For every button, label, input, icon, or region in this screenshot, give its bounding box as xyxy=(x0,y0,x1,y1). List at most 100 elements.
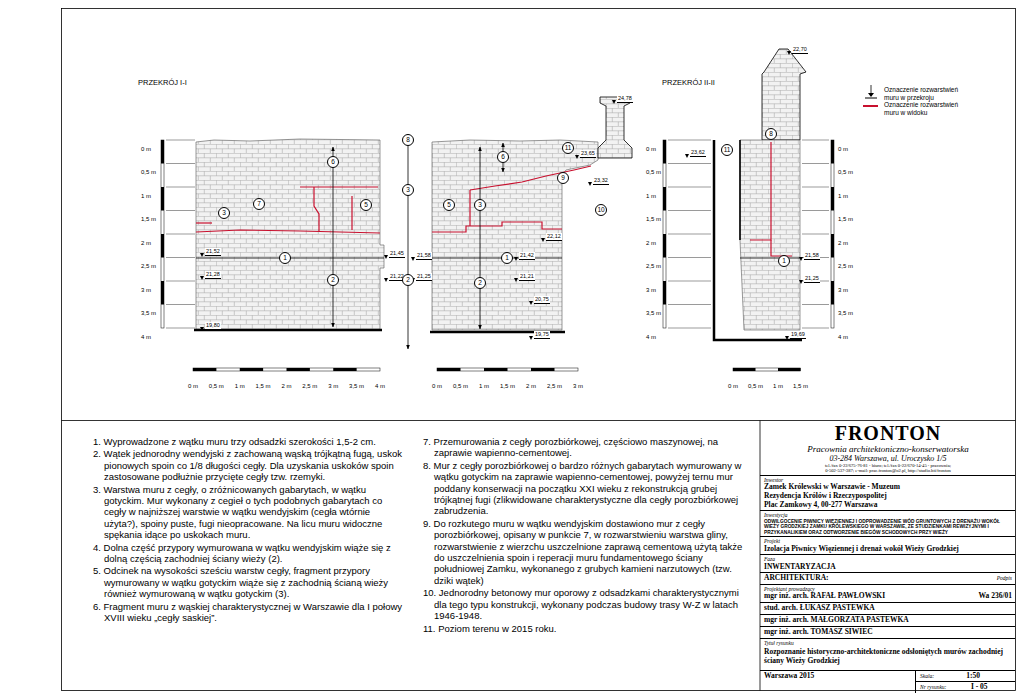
buttress-top xyxy=(762,49,806,140)
delamination-line xyxy=(469,190,470,226)
title-block-text: Nr rysunku: xyxy=(920,684,946,690)
callout-number-box: 1 xyxy=(501,252,513,264)
title-block-text: Rozpoznanie historyczno-architektoniczne… xyxy=(764,648,1012,666)
scale-label: 0 m xyxy=(188,383,198,389)
ruler-bar xyxy=(663,140,666,328)
delamination-line xyxy=(196,230,380,233)
scale-label: 0,5 m xyxy=(453,383,468,389)
ruler-label: 4 m xyxy=(141,334,151,340)
brick-wall xyxy=(432,140,598,330)
section-title-box: PRZEKRÓJ II-II xyxy=(662,71,715,89)
elevation-mark: 23,65 xyxy=(580,150,596,158)
scale-label: 2 m xyxy=(526,383,536,389)
elevation-mark-box: 22,12 xyxy=(546,224,562,242)
callout-number: 6 xyxy=(498,152,508,163)
section-title: PRZEKRÓJ I-I xyxy=(138,78,187,87)
legend-text: Oznaczenie rozwarstwień muru w widoku xyxy=(884,101,972,116)
callout-number-box: 5 xyxy=(360,199,372,211)
dimension-lines xyxy=(333,134,503,349)
ruler-label: 0 m xyxy=(141,146,151,152)
ruler-label: 1,5 m xyxy=(838,216,853,222)
note-text: 9. Do rozkutego muru w wątku wendyjskim … xyxy=(423,518,753,586)
elevation-mark-box: 23,62 xyxy=(690,140,706,158)
scale-bar xyxy=(193,368,380,371)
note-text: 11. Poziom terenu w 2015 roku. xyxy=(423,623,753,634)
callout-number-box: 1 xyxy=(279,252,291,264)
frame-divider xyxy=(62,420,1016,421)
ruler-label-box: 0 m xyxy=(141,137,151,155)
scale-label: 0,5 m xyxy=(209,383,224,389)
scale-label-box: 1,5 m xyxy=(256,374,271,392)
title-block-text: ODWILGOCENIE PIWNICY WIĘZIENNEJ I ODPROW… xyxy=(764,519,1012,536)
ruler-label: 1 m xyxy=(141,193,151,199)
ruler-label: 3 m xyxy=(646,287,656,293)
elevation-mark: 21,58 xyxy=(804,252,820,260)
title-block-text: Podpis xyxy=(997,575,1012,581)
elevation-mark-box: 23,65 xyxy=(580,141,596,159)
title-block-text: Skala: xyxy=(920,673,934,679)
callout-number-box: 2 xyxy=(327,274,339,286)
section-title: PRZEKRÓJ II-II xyxy=(662,78,715,87)
delamination-lines xyxy=(196,142,792,256)
title-block-text: Zamek Królewski w Warszawie - Muzeum xyxy=(764,483,1012,492)
delamination-line xyxy=(351,196,352,230)
brick-wall xyxy=(196,139,384,330)
scale-label-box: 2,5 m xyxy=(302,374,317,392)
vertical-rulers xyxy=(161,140,834,328)
elevation-mark-box: 23,32 xyxy=(593,168,609,186)
ruler-bar xyxy=(663,140,666,328)
dimension-line xyxy=(333,147,334,327)
elevation-mark: 19,80 xyxy=(205,322,221,330)
elevation-mark-box: 20,75 xyxy=(534,287,550,305)
legend-text: Oznaczenie rozwarstwień muru w przekroju xyxy=(884,86,972,101)
title-block-text: INWENTARYZACJA xyxy=(764,563,1012,572)
title-block-text: Wa 236/01 xyxy=(978,592,1012,601)
ruler-label: 0 m xyxy=(838,146,848,152)
scale-label: 1 m xyxy=(773,383,783,389)
title-block-text: 03-284 Warszawa, ul. Uroczysko 1/5 xyxy=(764,454,1012,463)
elevation-mark: 19,75 xyxy=(534,331,550,339)
callout-number-box: 7 xyxy=(253,198,265,210)
scale-label-box: 0 m xyxy=(432,374,442,392)
elevation-mark-box: 21,25 xyxy=(804,266,820,284)
scale-label-box: 1 m xyxy=(479,374,489,392)
scale-label-box: 4 m xyxy=(375,374,385,392)
scale-label: 3 m xyxy=(573,383,583,389)
ruler-label-box: 1 m xyxy=(141,184,151,202)
ruler-label: 3 m xyxy=(838,287,848,293)
scale-bar xyxy=(733,368,801,371)
scale-label-box: 3,5 m xyxy=(349,374,364,392)
elevation-mark: 21,25 xyxy=(416,273,432,281)
scale-label: 1,5 m xyxy=(500,383,515,389)
legend-item: Oznaczenie rozwarstwień muru w przekroju xyxy=(884,86,972,101)
title-block-text: Rezydencja Królów i Rzeczypospolitej xyxy=(764,492,1012,501)
ruler-label: 1,5 m xyxy=(646,216,661,222)
scale-label: 2 m xyxy=(281,383,291,389)
ruler-label-box: 1,5 m xyxy=(838,207,853,225)
callout-number: 3 xyxy=(403,185,413,196)
ruler-label: 0,5 m xyxy=(646,169,661,175)
elevation-mark-box: 21,52 xyxy=(205,239,221,257)
callout-number-box: 11 xyxy=(721,144,733,156)
scale-bar xyxy=(437,368,578,371)
callout-number: 11 xyxy=(563,143,573,154)
dimension-line xyxy=(408,134,409,349)
foundation-line xyxy=(194,329,382,332)
notes-column: 1. Wyprowadzone z wątku muru trzy odsadz… xyxy=(93,436,405,625)
scale-label-box: 1,5 m xyxy=(793,374,808,392)
wall-edge xyxy=(739,140,741,240)
callout-number: 1 xyxy=(779,256,789,267)
callout-number: 5 xyxy=(361,200,371,211)
note-text: 2. Wątek jednorodny wendyjski z zachowan… xyxy=(93,448,405,482)
title-block-cell: mgr inż. arch. TOMASZ SIWIEC xyxy=(760,626,1015,638)
ruler-label: 0,5 m xyxy=(141,169,156,175)
callout-number-box: 11 xyxy=(562,142,574,154)
title-block-text: FRONTON xyxy=(764,422,1012,444)
delamination-line xyxy=(314,187,319,231)
ruler-label-box: 1,5 m xyxy=(141,207,156,225)
ruler-label-box: 3,5 m xyxy=(838,301,853,319)
scale-label-box: 3 m xyxy=(573,374,583,392)
elevation-mark: 21,45 xyxy=(389,250,405,258)
elevation-mark-box: 19,80 xyxy=(205,313,221,331)
ruler-label-box: 2 m xyxy=(646,231,656,249)
